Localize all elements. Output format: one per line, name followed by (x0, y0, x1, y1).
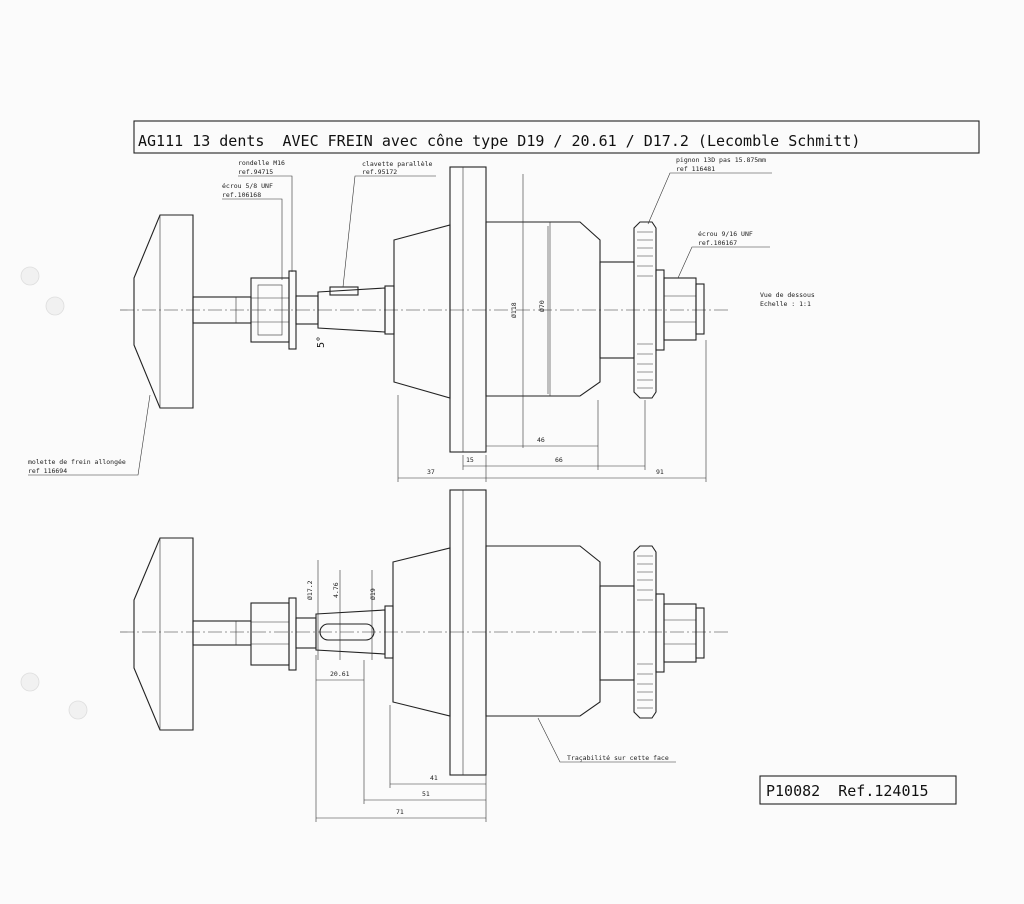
callout-clavette-ref: ref.95172 (362, 168, 397, 176)
bottom-shaft (192, 620, 252, 646)
bottom-nut (250, 602, 290, 666)
callout-ecrou-ref: ref.106168 (222, 191, 261, 199)
top-brake-knob (133, 214, 194, 409)
top-flange (449, 166, 487, 453)
reference-block: P10082 Ref.124015 (759, 775, 957, 805)
callout-ecrou916-name: écrou 9/16 UNF (698, 230, 753, 238)
bottom-flange (449, 489, 487, 776)
dim-91: 91 (656, 468, 664, 476)
dim-37: 37 (427, 468, 435, 476)
scale-note-scale: Echelle : 1:1 (760, 300, 811, 308)
title-block: AG111 13 dents AVEC FREIN avec cône type… (133, 120, 980, 154)
dim-angle: 5° (316, 336, 327, 348)
bottom-dimension-lines (315, 655, 487, 822)
callout-rondelle-name: rondelle M16 (238, 159, 285, 167)
dim-d70: Ø70 (538, 300, 546, 312)
scale-note-view: Vue de dessous (760, 291, 815, 299)
dim-d17-2: Ø17.2 (306, 580, 314, 600)
drawing-title: AG111 13 dents AVEC FREIN avec cône type… (138, 132, 860, 150)
callout-ecrou916-ref: ref.106167 (698, 239, 737, 247)
top-right-nut (663, 277, 697, 341)
top-hub-taper (393, 224, 451, 399)
top-callouts: rondelle M16 ref.94715 écrou 5/8 UNF ref… (28, 156, 815, 476)
bottom-view: Ø17.2 4.76 Ø19 20.61 41 51 71 Traçabilit… (120, 489, 730, 822)
bottom-brake-knob (133, 537, 194, 731)
callout-molette-ref: ref 116694 (28, 467, 67, 475)
top-key (329, 286, 359, 296)
bottom-pinion-boss (599, 585, 635, 681)
callout-pignon-name: pignon 13D pas 15.875mm (676, 156, 766, 164)
dim-d118: Ø118 (510, 302, 518, 318)
drawing-reference: P10082 Ref.124015 (766, 782, 929, 800)
top-hub-body (485, 221, 601, 397)
dim-71: 71 (396, 808, 404, 816)
dim-51: 51 (422, 790, 430, 798)
callout-tracabilite: Traçabilité sur cette face (567, 754, 669, 762)
callout-pignon-ref: ref 116481 (676, 165, 715, 173)
bottom-right-nut (663, 603, 697, 663)
bottom-keyway (319, 623, 375, 641)
dim-d19: Ø19 (369, 588, 377, 600)
bottom-washer (288, 597, 297, 671)
bottom-sprocket (633, 545, 657, 719)
dim-20-61: 20.61 (330, 670, 350, 678)
callout-molette-name: molette de frein allongée (28, 458, 126, 466)
dim-46: 46 (537, 436, 545, 444)
callout-clavette-name: clavette parallèle (362, 160, 433, 168)
bottom-hub-body (485, 545, 601, 717)
dim-41: 41 (430, 774, 438, 782)
dim-66: 66 (555, 456, 563, 464)
title-frame (133, 120, 980, 154)
top-dimension-lines (397, 340, 707, 482)
dim-15: 15 (466, 456, 474, 464)
punch-holes (20, 266, 88, 720)
callout-ecrou-name: écrou 5/8 UNF (222, 182, 273, 190)
callout-rondelle-ref: ref.94715 (238, 168, 273, 176)
dim-4-76: 4.76 (332, 582, 340, 598)
reference-frame (759, 775, 957, 805)
top-sprocket (633, 221, 657, 399)
top-view: Ø118 Ø70 5° 46 15 66 37 91 (120, 166, 730, 482)
